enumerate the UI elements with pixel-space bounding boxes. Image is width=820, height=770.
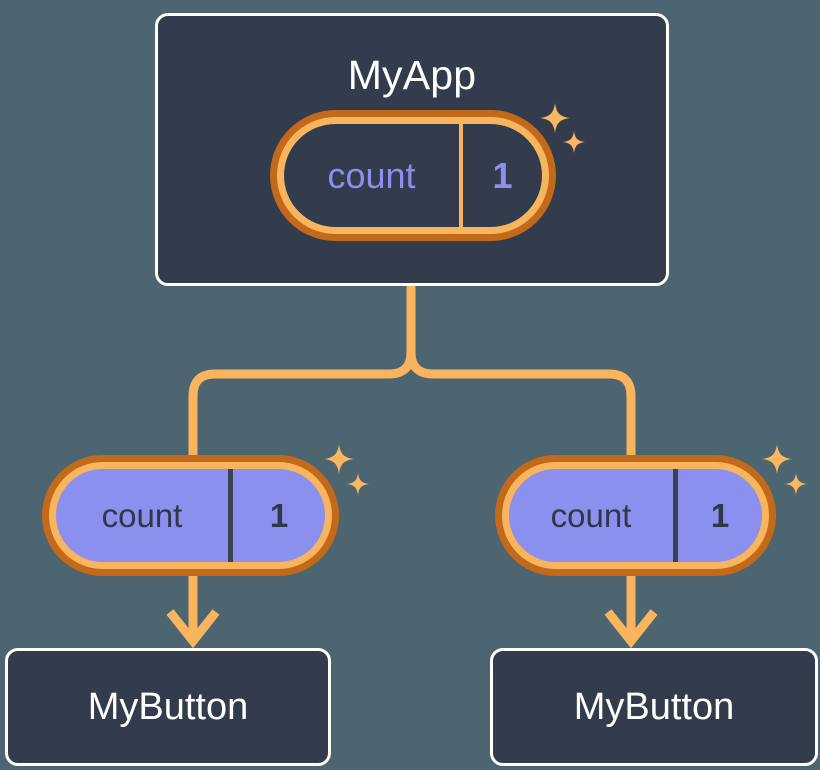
sparkle-four-point-small-right xyxy=(785,473,807,495)
sparkle-four-point-large-right xyxy=(762,444,792,474)
connector-branch-left xyxy=(188,351,416,458)
component-card-mybutton-left[interactable]: MyButton xyxy=(5,648,331,766)
arrow-head-left xyxy=(166,609,220,649)
state-pill-key-label: count xyxy=(327,154,416,196)
state-pill-value: 1 xyxy=(228,469,325,562)
state-pill-value-label: 1 xyxy=(269,496,289,534)
state-pill-child-left[interactable]: count 1 xyxy=(42,455,339,576)
state-pill-key: count xyxy=(56,469,228,562)
state-pill-value: 1 xyxy=(459,124,542,227)
sparkle-four-point-small-left xyxy=(347,473,369,495)
state-pill-key-label: count xyxy=(550,496,632,534)
sparkle-four-point-large-left xyxy=(324,444,354,474)
component-title-mybutton-right: MyButton xyxy=(573,685,735,728)
state-pill-inner: count 1 xyxy=(509,469,762,562)
state-pill-inner: count 1 xyxy=(284,124,542,227)
component-title-myapp: MyApp xyxy=(347,52,477,98)
sparkle-four-point-small-myapp xyxy=(563,131,585,153)
state-pill-value: 1 xyxy=(673,469,762,562)
component-title-mybutton-left: MyButton xyxy=(87,685,249,728)
state-pill-inner: count 1 xyxy=(56,469,325,562)
state-pill-value-label: 1 xyxy=(492,154,513,196)
state-pill-key: count xyxy=(284,124,459,227)
state-pill-myapp[interactable]: count 1 xyxy=(270,110,556,241)
state-pill-value-label: 1 xyxy=(710,496,730,534)
state-pill-key: count xyxy=(509,469,673,562)
component-card-mybutton-right[interactable]: MyButton xyxy=(490,648,818,766)
state-pill-key-label: count xyxy=(101,496,183,534)
state-pill-child-right[interactable]: count 1 xyxy=(495,455,776,576)
sparkle-four-point-large-myapp xyxy=(540,103,570,133)
connector-branch-right xyxy=(406,351,636,458)
arrow-head-right xyxy=(604,609,658,649)
